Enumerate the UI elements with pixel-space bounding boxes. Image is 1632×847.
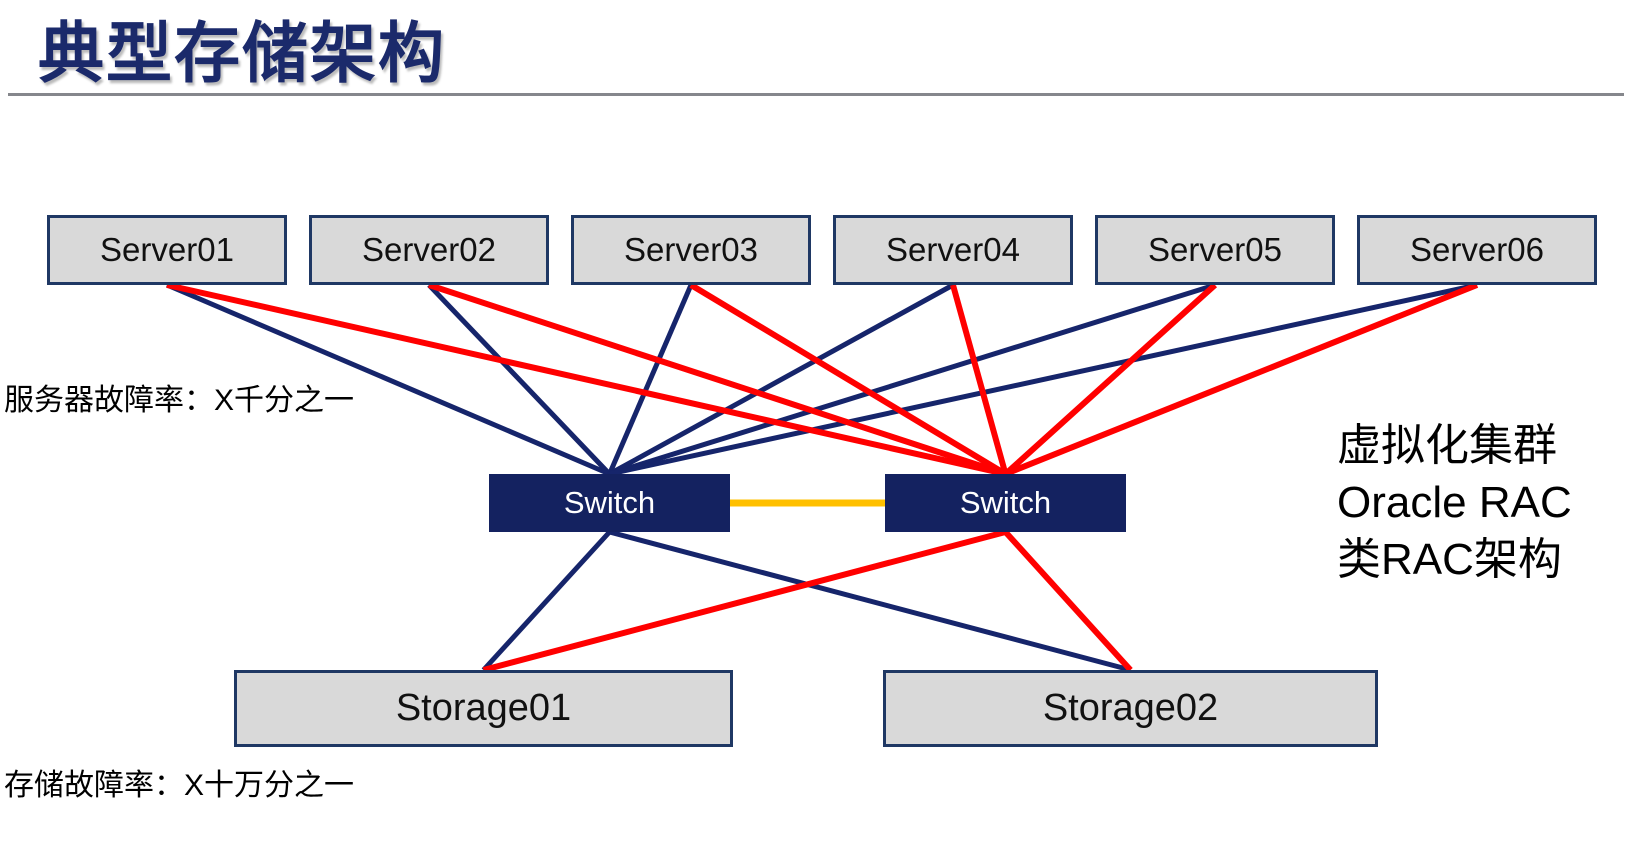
node-server03: Server03 xyxy=(571,215,811,285)
connection-line xyxy=(608,529,1132,673)
connection-line xyxy=(166,282,1007,477)
connection-line xyxy=(1003,282,1218,477)
connection-line xyxy=(482,529,1007,673)
connection-line xyxy=(1003,529,1133,673)
server-failure-rate-label: 服务器故障率：X千分之一 xyxy=(4,384,355,417)
node-server01: Server01 xyxy=(47,215,287,285)
connection-line xyxy=(481,530,612,672)
connection-line xyxy=(428,282,1007,477)
connection-line xyxy=(950,284,1009,475)
side-note-line-3: 类RAC架构 xyxy=(1337,535,1562,584)
title-divider xyxy=(8,93,1624,96)
connection-line xyxy=(427,283,612,476)
side-note-line-1: 虚拟化集群 xyxy=(1337,421,1557,470)
connection-line xyxy=(608,282,955,477)
slide-title: 典型存储架构 xyxy=(38,16,446,90)
connection-line xyxy=(166,282,611,477)
storage-failure-rate-label: 存储故障率：X十万分之一 xyxy=(4,769,355,802)
node-server04: Server04 xyxy=(833,215,1073,285)
cluster-side-note: 虚拟化集群 Oracle RAC 类RAC架构 xyxy=(1337,417,1572,588)
connection-line xyxy=(689,282,1008,477)
node-switch-left: Switch xyxy=(489,474,730,532)
node-storage01: Storage01 xyxy=(234,670,733,747)
node-server05: Server05 xyxy=(1095,215,1335,285)
side-note-line-2: Oracle RAC xyxy=(1337,478,1572,527)
node-server02: Server02 xyxy=(309,215,549,285)
node-storage02: Storage02 xyxy=(883,670,1378,747)
connection-line xyxy=(607,284,694,475)
connection-line xyxy=(608,282,1478,477)
node-switch-right: Switch xyxy=(885,474,1126,532)
node-server06: Server06 xyxy=(1357,215,1597,285)
connection-line xyxy=(608,282,1216,477)
connection-line xyxy=(1004,282,1479,477)
